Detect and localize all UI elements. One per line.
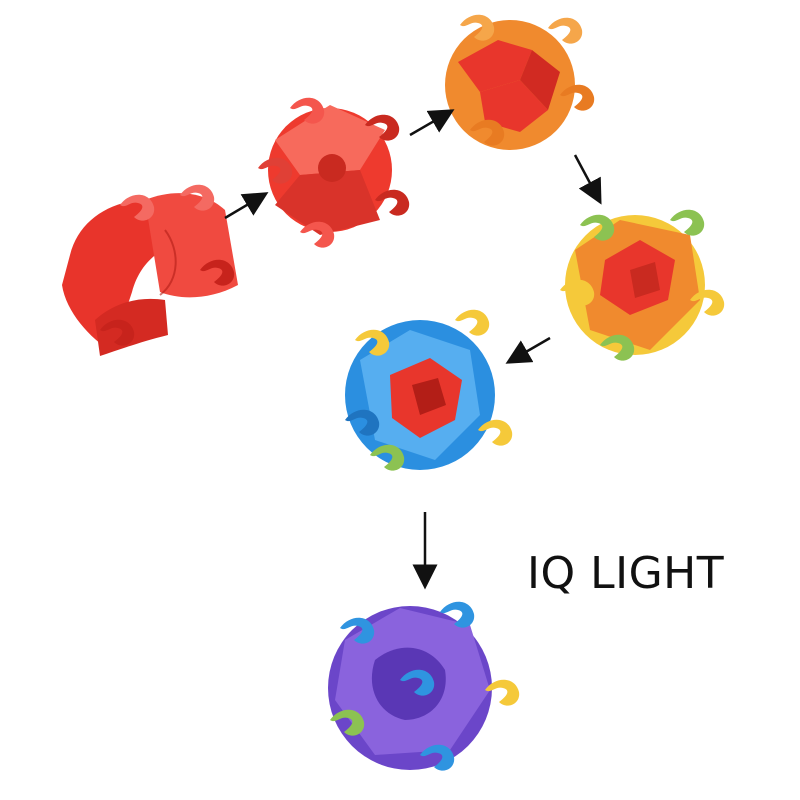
arrow-4-to-5 <box>505 336 551 364</box>
step-3-orange-half <box>445 14 595 150</box>
step-4-multicolor-sphere <box>560 209 725 361</box>
step-6-purple-globe <box>328 601 520 771</box>
product-title: IQ LIGHT <box>527 548 725 599</box>
arrow-3-to-4 <box>573 154 602 205</box>
step-1-loose-pieces <box>62 184 238 356</box>
arrow-1-to-2 <box>224 192 269 220</box>
step-5-blue-sphere <box>345 309 513 471</box>
arrow-2-to-3 <box>409 109 455 137</box>
step-2-red-cluster <box>258 97 410 248</box>
